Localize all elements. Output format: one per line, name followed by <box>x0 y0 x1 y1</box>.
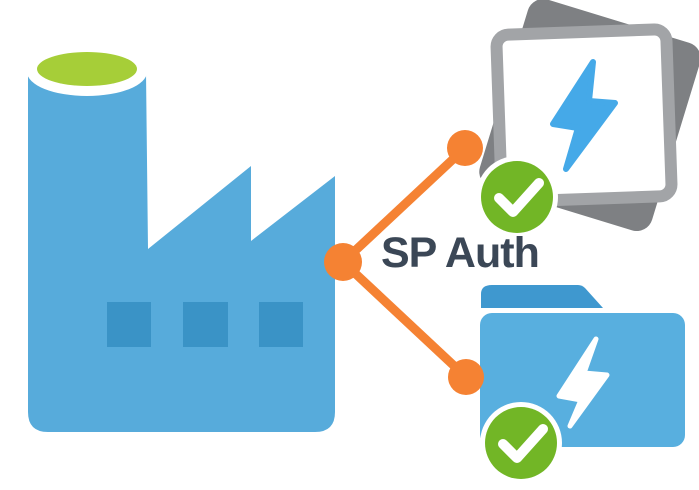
sp-auth-label: SP Auth <box>381 229 540 277</box>
connector-node-top <box>447 130 483 166</box>
connector-node-center <box>324 243 362 281</box>
folder-tab <box>481 285 603 308</box>
badge-circle <box>485 407 557 479</box>
factory-window <box>259 302 303 347</box>
factory-body <box>28 72 335 432</box>
connector-line-bottom <box>339 258 470 381</box>
badge-circle <box>481 161 553 233</box>
lightning-icon <box>556 336 610 429</box>
check-icon <box>498 424 548 463</box>
connector-node-bottom <box>448 359 484 395</box>
check-icon <box>494 178 544 217</box>
factory-window <box>107 302 151 347</box>
connector-line-top <box>339 144 469 266</box>
chimney-top <box>37 52 137 86</box>
lightning-icon <box>550 59 618 172</box>
factory-window <box>183 302 228 347</box>
